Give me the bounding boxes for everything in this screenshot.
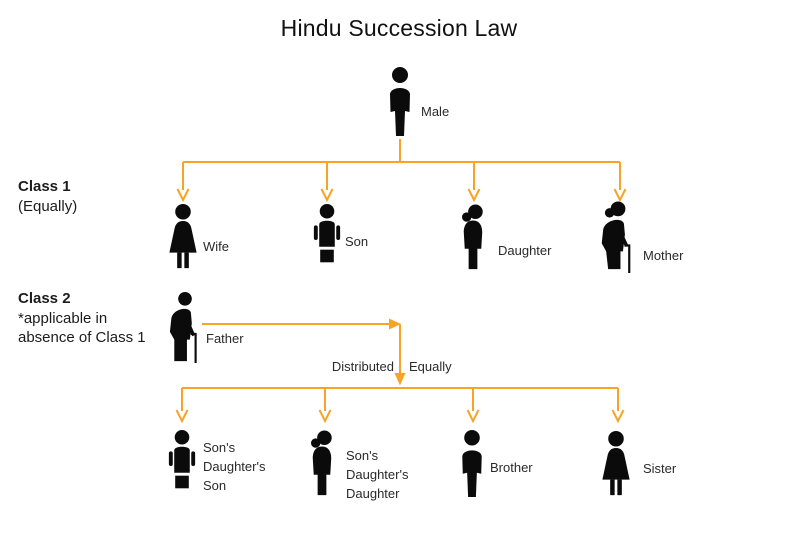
sons-daughters-daughter-icon xyxy=(300,429,344,499)
sister-icon xyxy=(594,430,638,500)
male-label: Male xyxy=(421,104,450,119)
distribute-arrowhead xyxy=(394,373,406,386)
mother-icon xyxy=(593,200,643,275)
sons-daughters-son-label: Son's Daughter's Son xyxy=(203,440,266,493)
class2-title: Class 2 xyxy=(18,290,71,307)
class2-arrowheads xyxy=(175,409,625,424)
son-label: Son xyxy=(345,234,369,249)
class2-section-label: Class 2 *applicable in absence of Class … xyxy=(18,289,146,348)
class1-section-label: Class 1 (Equally) xyxy=(18,177,77,216)
class2-subtitle-line1: *applicable in xyxy=(18,309,108,327)
male-icon xyxy=(378,66,422,138)
daughter-icon xyxy=(451,203,495,273)
page-title: Hindu Succession Law xyxy=(280,15,518,41)
son-icon xyxy=(305,203,349,273)
equally-label: Equally xyxy=(409,359,452,374)
sons-daughters-son-icon xyxy=(160,429,204,499)
sons-daughters-daughter-label: Son's Daughter's Daughter xyxy=(346,448,409,501)
father-label: Father xyxy=(206,331,244,346)
class1-arrowheads xyxy=(176,188,627,203)
class1-drop-lines xyxy=(182,162,621,190)
mother-label: Mother xyxy=(643,248,684,263)
father-arrowhead xyxy=(389,318,401,330)
wife-label: Wife xyxy=(203,239,229,254)
brother-label: Brother xyxy=(490,460,533,475)
father-icon xyxy=(160,291,210,365)
class1-title: Class 1 xyxy=(18,178,71,195)
class2-subtitle-line2: absence of Class 1 xyxy=(18,329,146,346)
sister-label: Sister xyxy=(643,461,677,476)
brother-icon xyxy=(450,429,494,499)
class1-subtitle: (Equally) xyxy=(18,197,78,215)
wife-icon xyxy=(161,203,205,273)
distributed-label: Distributed xyxy=(331,359,394,374)
class2-drop-lines xyxy=(181,388,619,411)
daughter-label: Daughter xyxy=(498,243,552,258)
